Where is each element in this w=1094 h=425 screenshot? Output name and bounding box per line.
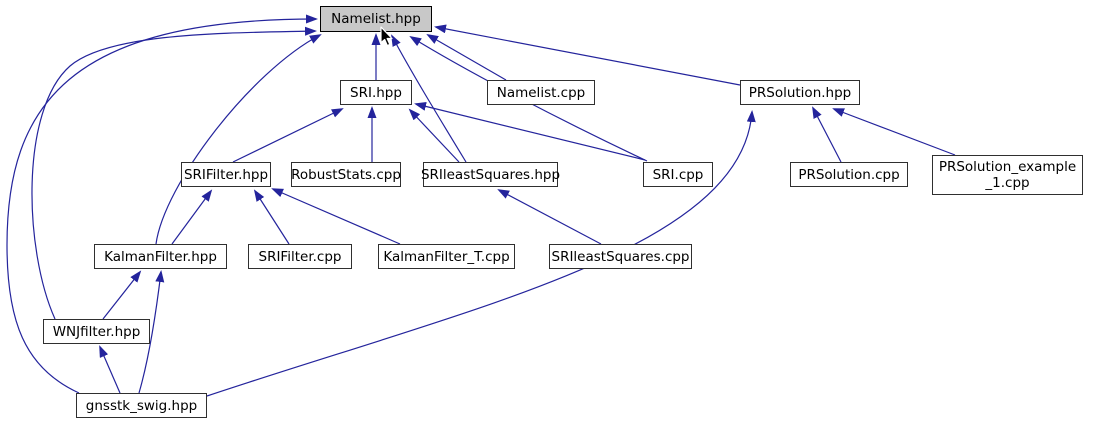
- edge-prsolution_example_1_cpp-to-prsolution_hpp: [832, 108, 956, 156]
- graph-node-srileastsquares_cpp[interactable]: SRIleastSquares.cpp: [549, 244, 692, 269]
- edge-srileastsquares_cpp-to-srileastsquares_hpp: [497, 189, 602, 245]
- graph-node-sri_cpp[interactable]: SRI.cpp: [643, 162, 713, 187]
- graph-node-prsolution_cpp[interactable]: PRSolution.cpp: [790, 162, 908, 187]
- edge-kalmanfilter_hpp-to-namelist_hpp: [155, 34, 322, 245]
- edge-srileastsquares_hpp-to-namelist_hpp: [391, 34, 467, 163]
- graph-node-kalmanfilter_t_cpp[interactable]: KalmanFilter_T.cpp: [378, 244, 515, 269]
- edge-gnsstk_swig_hpp-to-wnjfilter_hpp: [99, 345, 121, 394]
- graph-node-prsolution_example_1_cpp[interactable]: PRSolution_example _1.cpp: [932, 155, 1083, 195]
- graph-node-wnjfilter_hpp[interactable]: WNJfilter.hpp: [43, 319, 150, 344]
- edge-sri_cpp-to-sri_hpp: [414, 102, 646, 161]
- edge-srifilter_cpp-to-srifilter_hpp: [253, 189, 290, 245]
- edge-prsolution_cpp-to-prsolution_hpp: [812, 106, 842, 163]
- edge-prsolution_hpp-to-namelist_hpp: [434, 24, 741, 86]
- edge-wnjfilter_hpp-to-kalmanfilter_hpp: [102, 270, 142, 320]
- graph-node-namelist_cpp[interactable]: Namelist.cpp: [487, 80, 595, 105]
- graph-node-gnsstk_swig_hpp[interactable]: gnsstk_swig.hpp: [76, 393, 207, 418]
- graph-node-kalmanfilter_hpp[interactable]: KalmanFilter.hpp: [94, 244, 227, 269]
- graph-node-robuststats_cpp[interactable]: RobustStats.cpp: [291, 162, 401, 187]
- edge-kalmanfilter_hpp-to-srifilter_hpp: [171, 189, 213, 245]
- edge-wnjfilter_hpp-to-namelist_hpp: [31, 26, 317, 320]
- edge-gnsstk_swig_hpp-to-namelist_hpp: [6, 14, 318, 394]
- graph-node-prsolution_hpp[interactable]: PRSolution.hpp: [740, 80, 860, 105]
- edge-gnsstk_swig_hpp-to-kalmanfilter_hpp: [138, 270, 165, 394]
- graph-node-srifilter_cpp[interactable]: SRIFilter.cpp: [248, 244, 352, 269]
- edge-srifilter_hpp-to-sri_hpp: [232, 108, 344, 163]
- edge-srileastsquares_hpp-to-sri_hpp: [408, 108, 460, 163]
- graph-node-srifilter_hpp[interactable]: SRIFilter.hpp: [181, 162, 271, 187]
- graph-node-srileastsquares_hpp[interactable]: SRIleastSquares.hpp: [421, 162, 560, 187]
- graph-node-sri_hpp[interactable]: SRI.hpp: [340, 80, 412, 105]
- edge-namelist_cpp-to-namelist_hpp: [426, 34, 507, 81]
- graph-node-namelist_hpp[interactable]: Namelist.hpp: [320, 6, 432, 32]
- edge-gnsstk_swig_hpp-to-prsolution_hpp: [206, 110, 756, 397]
- edge-kalmanfilter_t_cpp-to-srifilter_hpp: [271, 188, 401, 245]
